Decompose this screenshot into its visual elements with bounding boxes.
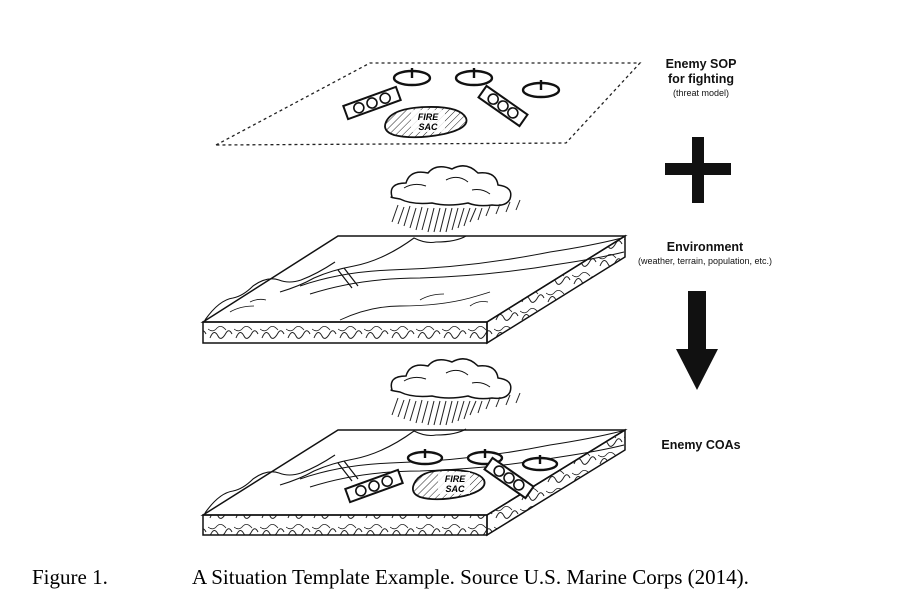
environment-subtitle: (weather, terrain, population, etc.) [637,256,773,266]
enemy-unit-symbol [392,68,432,87]
threat-model-title-line1: Enemy SOP [665,57,737,71]
environment-title: Environment [666,240,744,254]
fire-sac-label-line1: FIRE [418,112,439,122]
enemy-coa-panel: FIRE SAC [200,358,628,537]
threat-model-label: Enemy SOP for fighting (threat model) [640,57,762,99]
obstacle-box-left [342,85,402,121]
fire-sac-symbol: FIRE SAC [411,469,486,501]
obstacle-box-right [483,456,535,500]
plus-icon [665,137,731,203]
fire-sac-symbol: FIRE SAC [384,106,468,139]
environment-label: Environment (weather, terrain, populatio… [625,240,785,267]
enemy-coa-label: Enemy COAs [640,438,762,453]
rain-lines [391,392,521,426]
arrow-down-icon [676,291,718,390]
fire-sac-label-line2: SAC [418,122,438,132]
enemy-unit-symbol [454,68,494,87]
figure-caption-text: A Situation Template Example. Source U.S… [192,565,749,589]
storm-cloud-icon [390,165,512,207]
rain-lines [391,199,521,233]
figure-number: Figure 1. [32,565,108,589]
storm-cloud-icon [390,358,512,400]
obstacle-box-left [344,468,404,504]
terrain-slab [200,234,628,345]
enemy-coa-title: Enemy COAs [661,438,741,452]
figure-caption: Figure 1. A Situation Template Example. S… [32,565,902,590]
threat-model-dashed-plane [215,62,642,146]
fire-sac-label-line2: SAC [445,484,465,494]
enemy-unit-symbol [521,455,559,472]
enemy-unit-symbol [406,449,444,466]
fire-sac-label-line1: FIRE [445,474,466,484]
environment-panel [200,165,628,345]
obstacle-box-right [477,84,529,128]
threat-model-title-line2: for fighting [668,72,734,86]
threat-model-subtitle: (threat model) [672,88,730,98]
threat-model-panel: FIRE SAC [215,62,642,146]
enemy-unit-symbol [521,80,561,99]
